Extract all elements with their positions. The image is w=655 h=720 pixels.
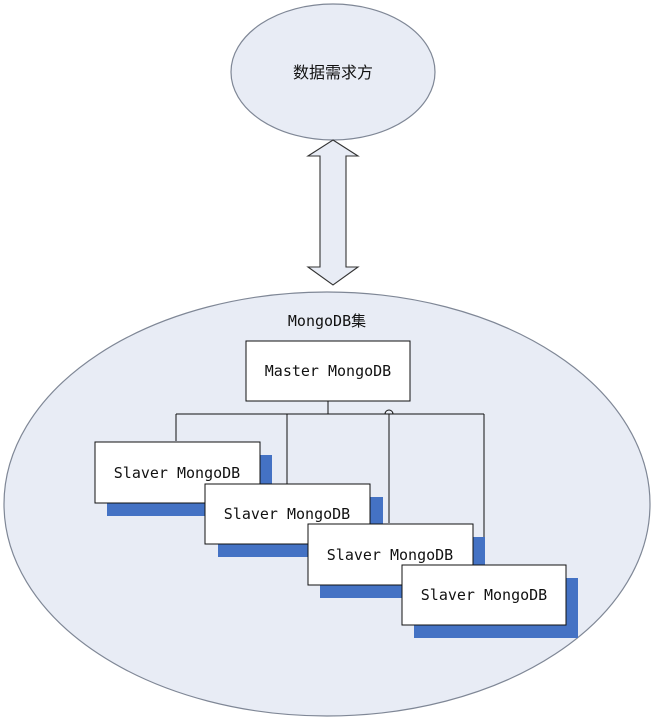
master-box [245, 340, 411, 402]
master-label: Master MongoDB [265, 362, 391, 380]
master-node: Master MongoDB [245, 340, 411, 402]
slave-label: Slaver MongoDB [327, 546, 453, 564]
slave-box [401, 564, 567, 626]
slave-node: Slaver MongoDB [401, 564, 578, 638]
cluster-label: MongoDB集 [288, 312, 366, 330]
requester-label: 数据需求方 [293, 63, 373, 82]
bidirectional-arrow [306, 139, 360, 286]
slave-label: Slaver MongoDB [224, 505, 350, 523]
connector-lines [175, 401, 485, 537]
slave-label: Slaver MongoDB [421, 586, 547, 604]
slave-label: Slaver MongoDB [114, 464, 240, 482]
